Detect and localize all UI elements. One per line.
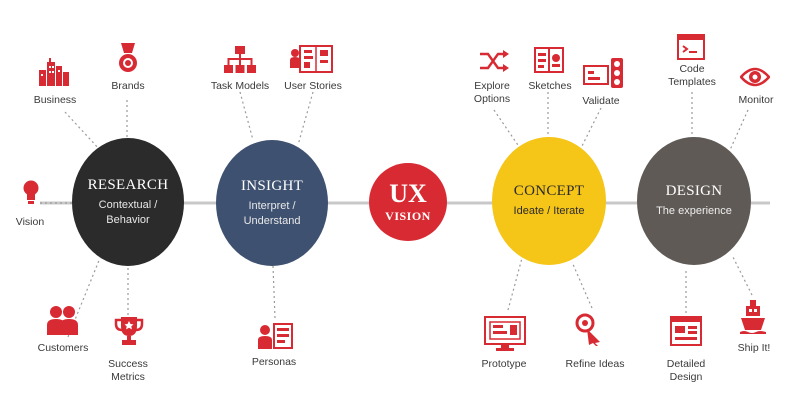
customers-label: Customers xyxy=(37,342,89,354)
traffic-light-icon xyxy=(583,58,623,88)
validate-label: Validate xyxy=(582,95,620,107)
insight-node: INSIGHT Interpret / Understand xyxy=(216,140,328,266)
brands-label: Brands xyxy=(111,80,145,92)
code-label-2: Templates xyxy=(668,76,716,88)
personas-label: Personas xyxy=(251,356,297,368)
refine-ideas-label: Refine Ideas xyxy=(565,358,625,370)
design-title: DESIGN xyxy=(665,183,723,199)
design-node: DESIGN The experience xyxy=(637,137,751,265)
success-label-1: Success xyxy=(108,358,148,370)
research-title: RESEARCH xyxy=(87,176,169,193)
ux-title: UX xyxy=(389,178,427,208)
shuffle-arrows-icon xyxy=(480,50,509,72)
detailed-label-1: Detailed xyxy=(666,358,706,370)
trophy-icon xyxy=(114,317,144,345)
research-node: RESEARCH Contextual / Behavior xyxy=(72,138,184,266)
research-sub-2: Behavior xyxy=(106,213,150,226)
task-models-label: Task Models xyxy=(210,80,270,92)
eye-icon xyxy=(740,67,770,87)
vision-label: Vision xyxy=(15,216,45,228)
monitor-label: Monitor xyxy=(738,94,774,106)
prototype-label: Prototype xyxy=(481,358,527,370)
wireframe-monitor-icon xyxy=(484,316,526,351)
insight-sub-2: Understand xyxy=(243,214,301,227)
explore-label-1: Explore xyxy=(474,80,510,92)
user-stories-label: User Stories xyxy=(284,80,342,92)
design-sub-1: The experience xyxy=(656,205,732,217)
insight-sub-1: Interpret / xyxy=(248,199,296,212)
medal-icon xyxy=(119,43,137,72)
business-label: Business xyxy=(33,94,77,106)
ship-it-label: Ship It! xyxy=(737,342,771,354)
city-buildings-icon xyxy=(39,58,69,86)
detailed-label-2: Design xyxy=(669,371,703,383)
code-label-1: Code xyxy=(679,63,705,75)
layout-icon xyxy=(670,316,702,346)
dotted-spokes xyxy=(40,91,753,338)
lightbulb-icon xyxy=(23,180,39,204)
sketchbook-icon xyxy=(534,47,564,73)
concept-title: CONCEPT xyxy=(513,183,585,199)
research-sub-1: Contextual / xyxy=(98,198,158,211)
explore-label-2: Options xyxy=(473,93,511,105)
magnify-pointer-icon xyxy=(575,313,600,346)
ux-vision-center: UX VISION xyxy=(369,163,447,241)
ship-icon xyxy=(740,300,766,334)
code-window-icon xyxy=(677,34,705,60)
profile-card-icon xyxy=(258,323,293,349)
vision-subtitle: VISION xyxy=(385,208,431,223)
hierarchy-icon xyxy=(224,46,256,73)
insight-title: INSIGHT xyxy=(240,177,304,194)
people-icon xyxy=(47,306,78,335)
concept-node: CONCEPT Ideate / Iterate xyxy=(492,137,606,265)
success-label-2: Metrics xyxy=(111,371,145,383)
concept-sub-1: Ideate / Iterate xyxy=(513,205,585,217)
storyboard-icon xyxy=(290,45,333,73)
sketches-label: Sketches xyxy=(528,80,572,92)
